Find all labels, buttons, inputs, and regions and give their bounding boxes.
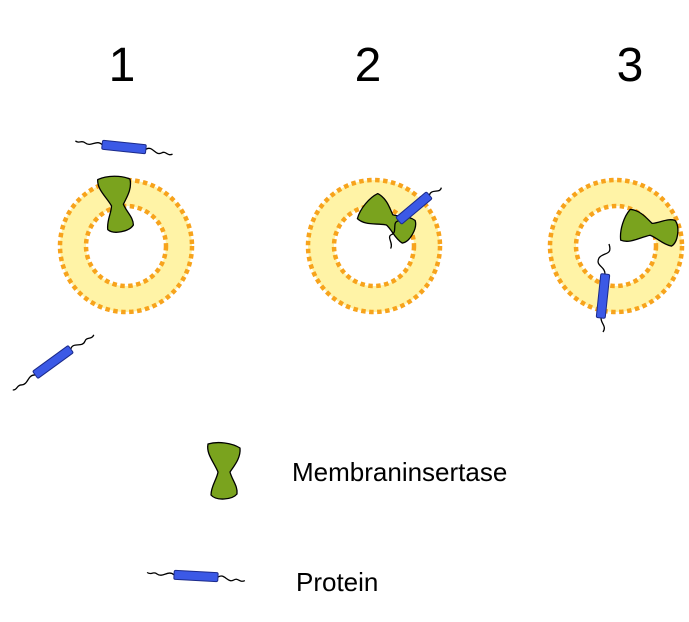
legend-insertase-label: Membraninsertase (292, 457, 507, 487)
legend-protein-icon (146, 568, 246, 584)
stage-3 (550, 180, 682, 333)
protein-1-top (74, 136, 174, 158)
protein-1-bottom (10, 328, 96, 396)
legend-protein-label: Protein (296, 567, 378, 597)
legend-insertase-icon (207, 441, 241, 500)
step-number-1: 1 (109, 39, 136, 92)
protein-3-inserted (595, 243, 611, 333)
protein-2-bound (388, 187, 442, 249)
membrane-vesicle-3 (550, 180, 682, 312)
step-number-3: 3 (617, 39, 644, 92)
stage-2 (308, 180, 450, 312)
step-number-2: 2 (355, 39, 382, 92)
legend: Membraninsertase Protein (146, 441, 507, 597)
stage-1 (10, 136, 192, 396)
